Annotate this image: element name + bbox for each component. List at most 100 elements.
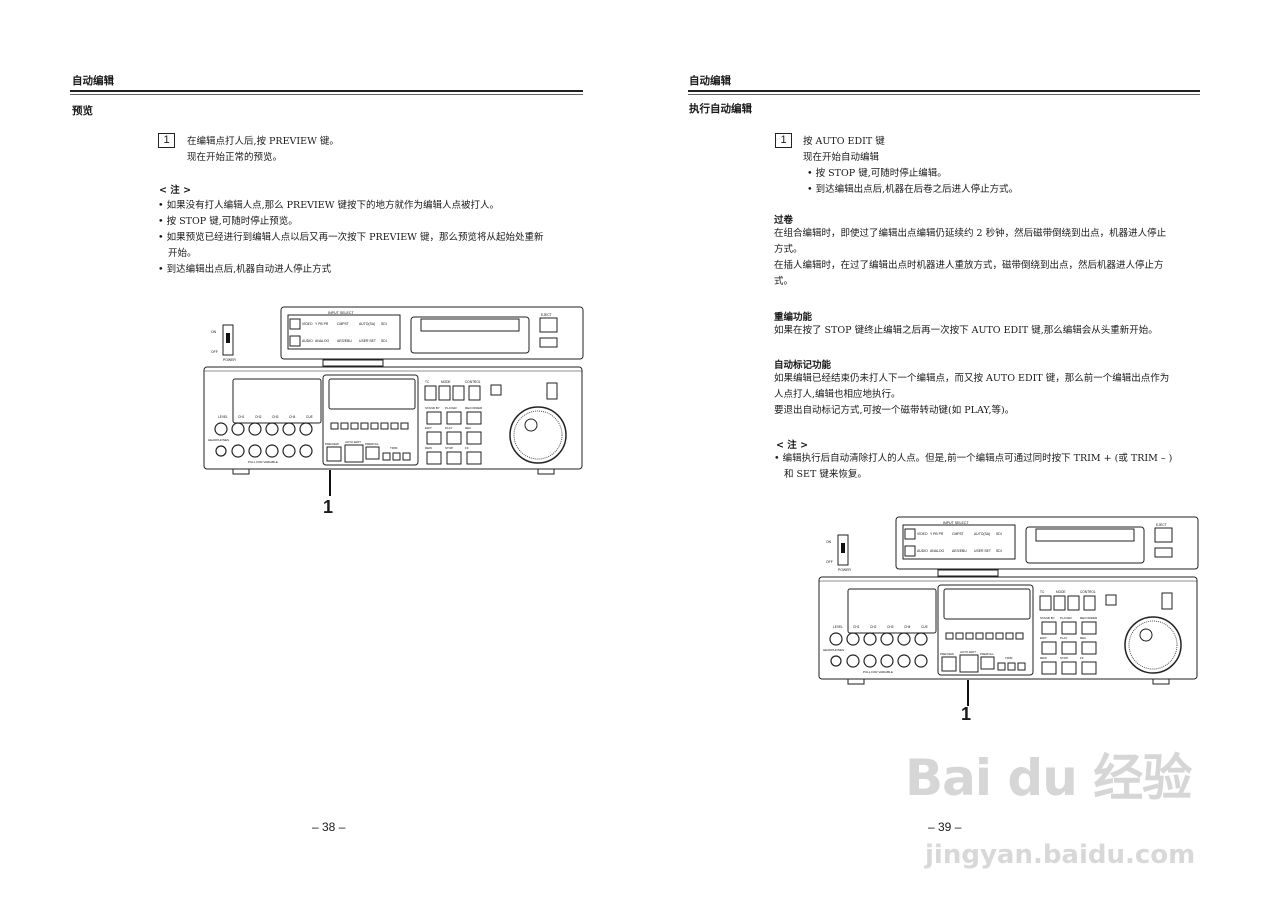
paragraph-line: 方式。 <box>774 244 803 255</box>
baidu-watermark-logo: Bai du 经验 <box>905 749 1192 807</box>
video-option: Y PB PR <box>315 322 329 326</box>
transport-label: EDIT <box>1040 636 1047 640</box>
transport-label: RECORDER <box>465 406 483 410</box>
transport-button <box>426 451 442 465</box>
transport-label: REW <box>425 446 432 450</box>
mode-switch <box>1039 595 1052 611</box>
left-display <box>847 588 937 634</box>
variable-knob <box>265 444 279 458</box>
transport-label: REC <box>465 426 472 430</box>
on-label: ON <box>211 330 217 334</box>
level-knob <box>248 422 262 436</box>
transport-label: STAND BY <box>1040 616 1055 620</box>
transport-button <box>1041 661 1057 675</box>
variable-knob <box>914 654 928 668</box>
level-label: LEVEL <box>833 625 843 629</box>
step-text: 在编辑点打人后,按 PREVIEW 键。 现在开始正常的预览。 <box>187 134 339 166</box>
transport-button <box>1041 621 1057 635</box>
audio-option: ANALOG <box>315 339 329 343</box>
on-label: ON <box>826 540 832 544</box>
jog-dial-grip <box>1139 628 1153 642</box>
transport-label: FF <box>465 446 469 450</box>
pull-for-variable-label: PULL FOR VARIABLE <box>248 460 278 464</box>
transport-button <box>426 411 442 425</box>
headphones-label: HEADPHONES <box>208 438 229 442</box>
jog-dial-ring <box>513 410 563 460</box>
channel-select-button <box>945 632 954 640</box>
level-knob <box>914 632 928 646</box>
auto-off-button <box>539 337 558 348</box>
video-option: CMPST <box>337 322 349 326</box>
transport-button <box>466 411 482 425</box>
video-label: VIDEO <box>917 532 928 536</box>
transport-button <box>426 431 442 445</box>
preroll-label: PREROLL <box>980 652 994 656</box>
control-label: CONTROL <box>465 380 481 384</box>
channel-select-button <box>400 422 409 430</box>
off-label: OFF <box>826 560 833 564</box>
auto-edit-button <box>344 444 364 463</box>
step-number-box: 1 <box>775 133 792 148</box>
transport-button <box>1081 641 1097 655</box>
channel-label: CUE <box>921 625 928 629</box>
jog-dial-ring <box>1128 620 1178 670</box>
transport-button <box>446 411 462 425</box>
video-select-button <box>904 528 916 540</box>
jog-dial-grip <box>524 418 538 432</box>
headphones-jack <box>830 655 842 667</box>
off-label: OFF <box>211 350 218 354</box>
preview-label: PREVIEW <box>325 442 339 446</box>
video-option: AUTO(SA) <box>359 322 375 326</box>
subsection-title: 重编功能 <box>774 312 813 323</box>
foot <box>847 678 865 685</box>
preroll-button <box>365 446 380 460</box>
function-button <box>490 384 502 396</box>
left-display <box>232 378 322 424</box>
transport-button <box>1061 661 1077 675</box>
paragraph-line: 人点打人,编辑也相应地执行。 <box>774 389 901 400</box>
transport-button <box>466 431 482 445</box>
foot <box>232 468 250 475</box>
video-option: SDI <box>381 322 387 326</box>
transport-button <box>1061 641 1077 655</box>
step-number-box: 1 <box>158 133 175 148</box>
function-button <box>1105 594 1117 606</box>
video-option: SDI <box>996 532 1002 536</box>
figure-callout: 1 <box>323 497 334 517</box>
step-line: 现在开始自动编辑 <box>803 152 880 163</box>
channel-select-button <box>330 422 339 430</box>
preroll-label: PREROLL <box>365 442 379 446</box>
transport-label: FF <box>1080 656 1084 660</box>
foot <box>1152 678 1170 685</box>
headphones-label: HEADPHONES <box>823 648 844 652</box>
channel-label: CH2 <box>870 625 877 629</box>
step-line: • 按 STOP 键,可随时停止编辑。 <box>807 168 947 179</box>
channel-label: CH4 <box>904 625 911 629</box>
auto-edit-label: AUTO EDIT <box>345 440 361 444</box>
note-list: • 如果没有打人编辑人点,那么 PREVIEW 键按下的地方就作为编辑人点被打人… <box>158 198 543 278</box>
trim-button <box>392 452 401 461</box>
level-knob <box>265 422 279 436</box>
note-item: • 编辑执行后自动清除打人的人点。但是,前一个编辑点可通过同时按下 TRIM +… <box>774 453 1173 464</box>
transport-label: RECORDER <box>1080 616 1098 620</box>
trim-button <box>402 452 411 461</box>
transport-label: REC <box>1080 636 1087 640</box>
callout-line <box>329 470 331 496</box>
subsection-re-edit: 重编功能 如果在按了 STOP 键终止编辑之后再一次按下 AUTO EDIT 键… <box>774 309 1158 339</box>
subsection-title: 自动标记功能 <box>774 360 832 371</box>
header-rule-thin <box>688 94 1200 95</box>
audio-option: SDI <box>381 339 387 343</box>
mode-label: MODE <box>1056 590 1066 594</box>
paragraph-line: 如果编辑已经结束仍未打人下一个编辑点，而又按 AUTO EDIT 键，那么前一个… <box>774 373 1170 384</box>
header-rule-thin <box>70 94 583 95</box>
trim-button <box>1007 662 1016 671</box>
note-item: 和 SET 键来恢复。 <box>784 469 867 480</box>
level-knob <box>299 422 313 436</box>
audio-option: AES/EBU <box>337 339 352 343</box>
trim-button <box>997 662 1006 671</box>
power-label: POWER <box>223 358 236 362</box>
condition-indicator <box>937 569 999 577</box>
audio-select-button <box>289 335 301 347</box>
variable-knob <box>863 654 877 668</box>
figure-callout: 1 <box>961 704 972 724</box>
